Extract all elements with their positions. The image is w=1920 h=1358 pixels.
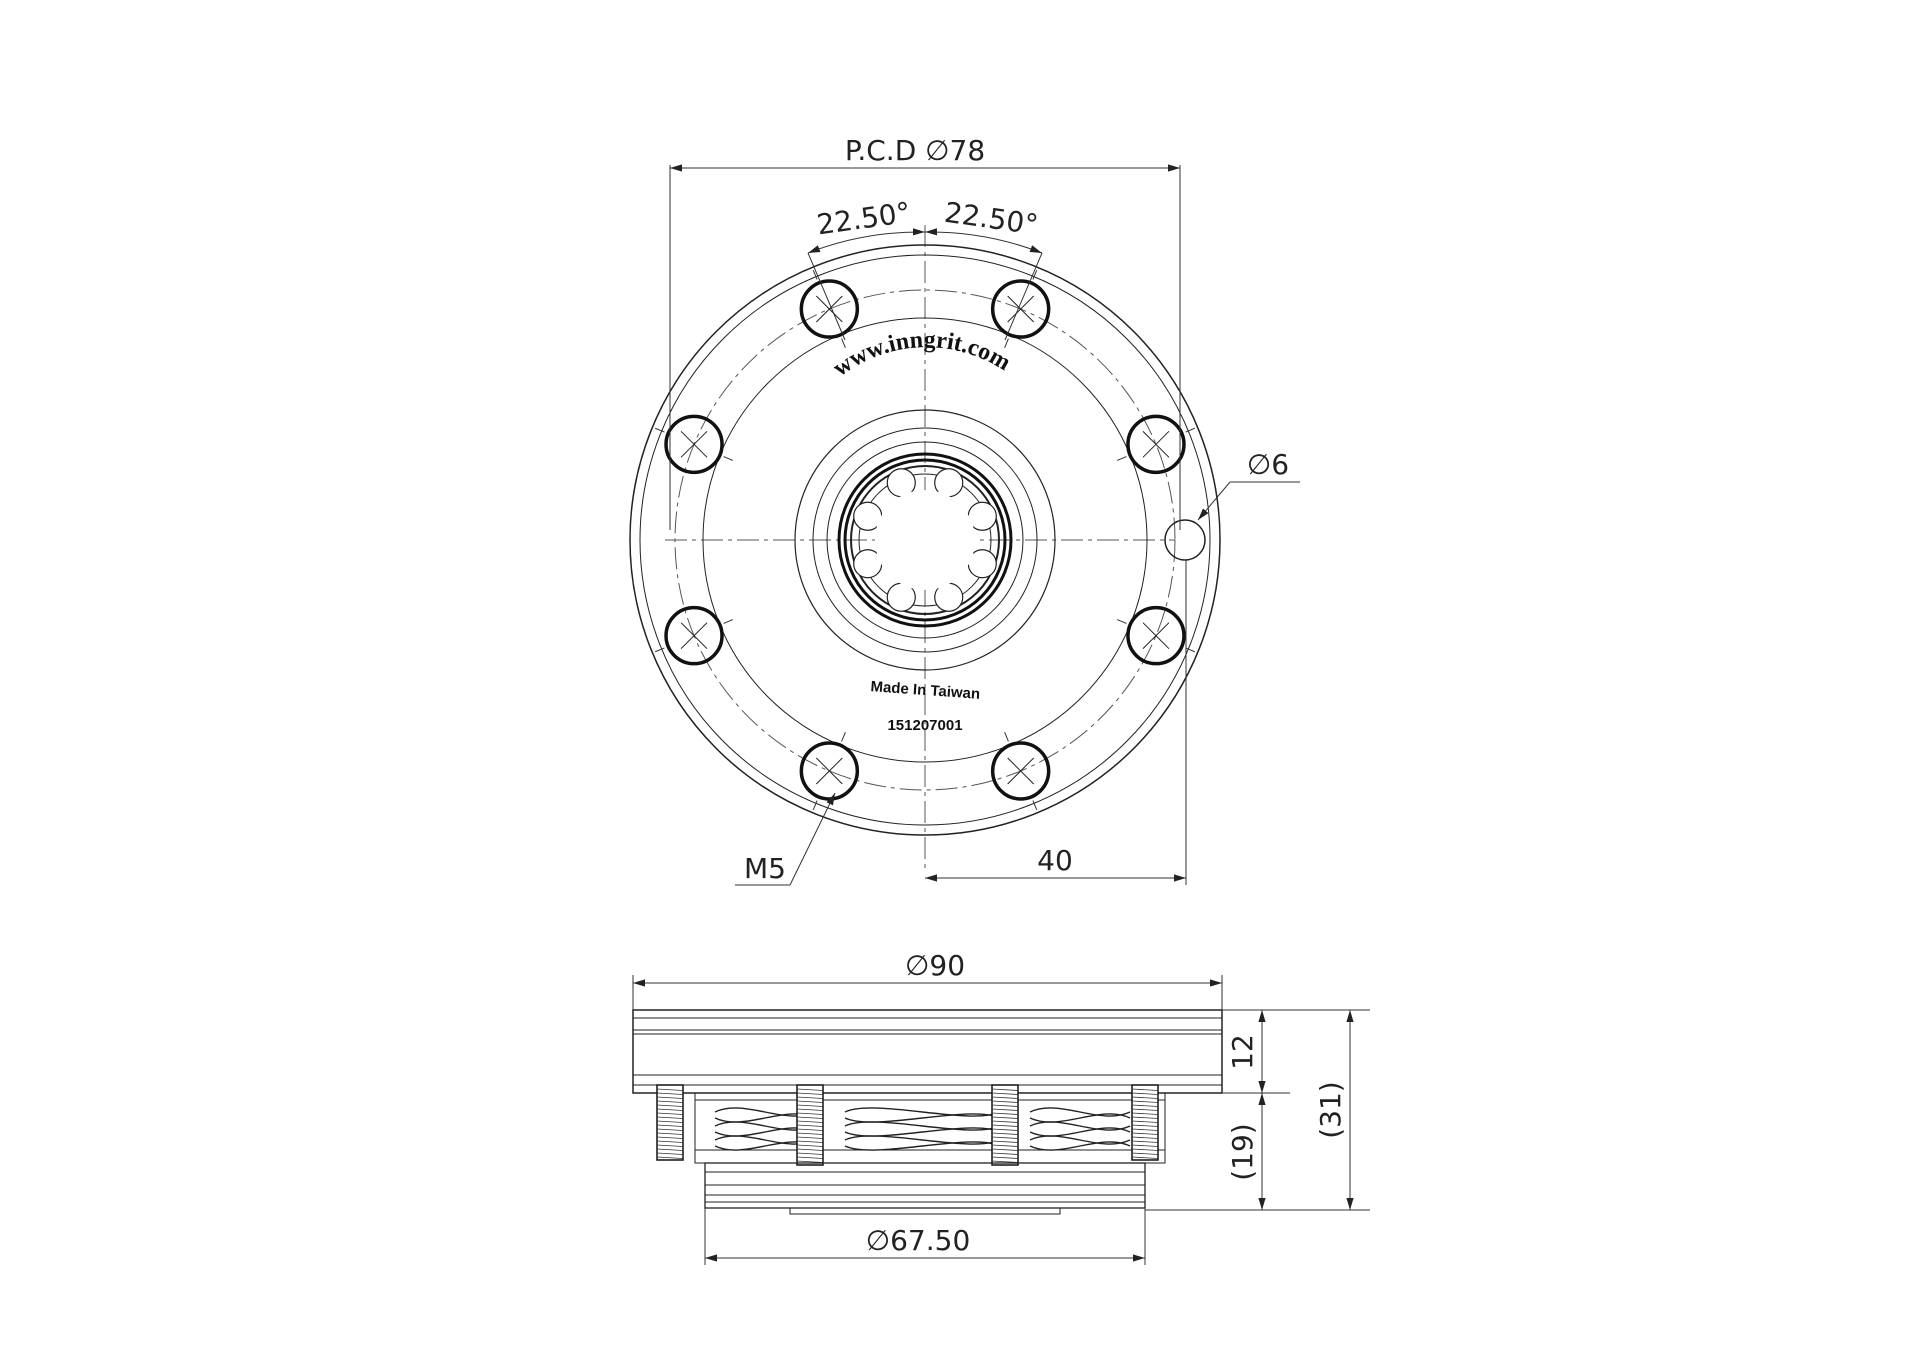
serial-marking: 151207001 xyxy=(887,717,962,734)
bolt-hole xyxy=(990,731,1051,810)
pitch-circle xyxy=(674,289,1176,791)
flange-chamfer-edge xyxy=(639,254,1211,826)
flange-body xyxy=(632,1009,1223,1094)
bolt-hole xyxy=(799,731,860,810)
bolt-hole xyxy=(990,270,1051,349)
threaded-stud xyxy=(1131,1084,1159,1161)
height-19-label: (19) xyxy=(1226,1123,1259,1180)
spline-teeth xyxy=(853,468,997,612)
pcd-label: P.C.D ∅78 xyxy=(845,134,985,167)
height-12-label: 12 xyxy=(1226,1034,1259,1070)
base-dia-label: ∅67.50 xyxy=(866,1224,971,1257)
hole-dia-label: ∅6 xyxy=(1247,448,1289,481)
thread-label: M5 xyxy=(744,852,786,885)
bolt-holes xyxy=(655,270,1195,810)
spline-root xyxy=(858,473,992,607)
studs xyxy=(656,1084,1159,1166)
thread-leader-line xyxy=(789,792,836,886)
spring-coil xyxy=(1029,1107,1131,1151)
bolt-hole xyxy=(1116,605,1195,666)
bolt-hole xyxy=(655,414,734,475)
springs xyxy=(714,1107,1131,1151)
pin-hole xyxy=(1164,519,1206,561)
radius-label: 40 xyxy=(1037,844,1073,877)
website-marking: www.inngrit.com xyxy=(828,327,1015,382)
hub-bore-1 xyxy=(826,441,1024,639)
hole-leader-line xyxy=(1197,481,1231,521)
hub-bore-ring-1 xyxy=(837,452,1013,628)
outer-dia-label: ∅90 xyxy=(905,949,965,982)
threaded-stud xyxy=(991,1084,1019,1166)
height-31-label: (31) xyxy=(1314,1081,1347,1138)
bolt-hole xyxy=(799,270,860,349)
threaded-stud xyxy=(796,1084,824,1166)
base-bottom xyxy=(789,1207,1061,1215)
angle-arc-left xyxy=(807,228,926,254)
angle-extension-left xyxy=(807,252,846,341)
bolt-hole xyxy=(655,605,734,666)
side-view: ∅90 ∅67.50 12 (19) xyxy=(632,949,1370,1265)
angle-left-label: 22.50° xyxy=(815,196,913,242)
hub-step xyxy=(812,427,1038,653)
hub-outer xyxy=(794,409,1056,671)
spring-coil xyxy=(844,1107,1001,1151)
top-view: www.inngrit.com Made In Taiwan 151207001… xyxy=(629,134,1300,886)
hub-bore-ring-2 xyxy=(843,458,1007,622)
angle-extension-right xyxy=(1004,252,1043,341)
inner-face-ring xyxy=(702,317,1148,763)
threaded-stud xyxy=(656,1084,684,1161)
angle-arc-right xyxy=(924,228,1043,254)
angle-right-label: 22.50° xyxy=(942,196,1040,242)
hub-bore-ring-3 xyxy=(850,465,1000,615)
bolt-hole xyxy=(1116,414,1195,475)
